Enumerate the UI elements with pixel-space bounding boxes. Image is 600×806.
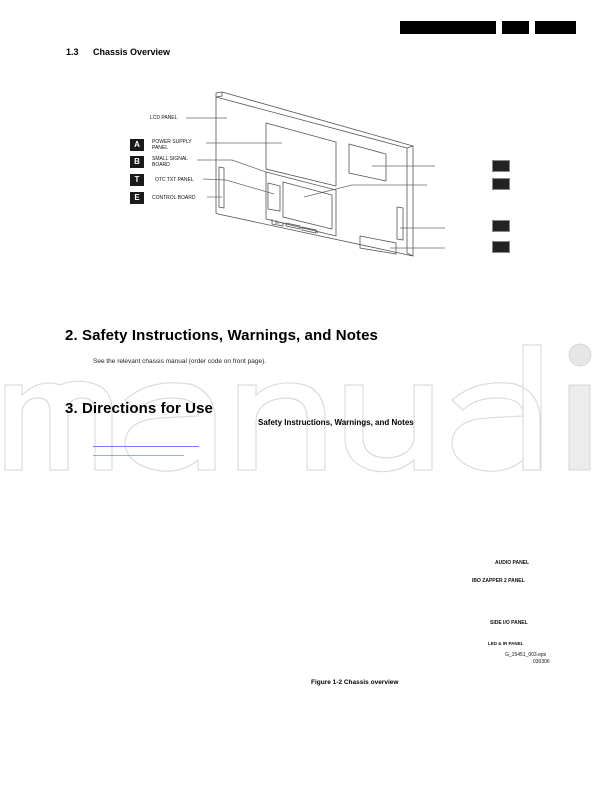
link-underline-2[interactable] [93, 455, 184, 456]
badge-ibo-zapper [492, 178, 510, 190]
figure-file-name: G_15451_003.eps [505, 652, 547, 658]
badge-side-io [492, 220, 510, 232]
section-2-body: See the relevant chassis manual (order c… [93, 358, 267, 365]
label-led-ir-panel: LED & IR PANEL [488, 641, 524, 646]
badge-audio-panel [492, 160, 510, 172]
label-lcd-panel: LCD PANEL [150, 115, 178, 121]
label-ibo-zapper: IBO ZAPPER 2 PANEL [472, 578, 525, 584]
section-title: Chassis Overview [93, 47, 171, 57]
section-2-heading: 2. Safety Instructions, Warnings, and No… [65, 327, 378, 344]
section-number: 1.3 [66, 47, 79, 57]
badge-b: B [130, 156, 144, 168]
badge-t: T [130, 174, 144, 186]
label-control-board: CONTROL BOARD [152, 195, 196, 201]
label-otc-txt-panel: OTC TXT PANEL [155, 177, 194, 183]
figure-caption: Figure 1-2 Chassis overview [311, 679, 399, 686]
link-underline-1[interactable] [93, 446, 199, 447]
section-3-subtitle: Safety Instructions, Warnings, and Notes [258, 418, 414, 427]
badge-led-ir [492, 241, 510, 253]
header-bar-title [400, 21, 496, 34]
section-3-heading: 3. Directions for Use [65, 400, 213, 417]
header-bar-page [535, 21, 576, 34]
header-bar-section [502, 21, 529, 34]
figure-file-date: 030306 [533, 659, 550, 665]
label-side-io-panel: SIDE I/O PANEL [490, 620, 528, 626]
badge-e: E [130, 192, 144, 204]
label-audio-panel: AUDIO PANEL [495, 560, 530, 566]
badge-a: A [130, 139, 144, 151]
chassis-drawing [186, 91, 445, 257]
